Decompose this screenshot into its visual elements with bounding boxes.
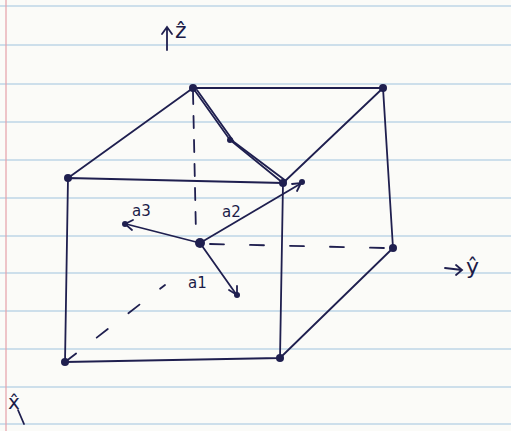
vector-label: a2 [222,205,241,220]
vector-label: a1 [188,276,207,291]
axis-label: ŷ [466,256,479,278]
axis-label: ẑ [175,20,187,42]
axis-label: x̂ [8,392,20,412]
vector-label: a3 [132,204,151,219]
